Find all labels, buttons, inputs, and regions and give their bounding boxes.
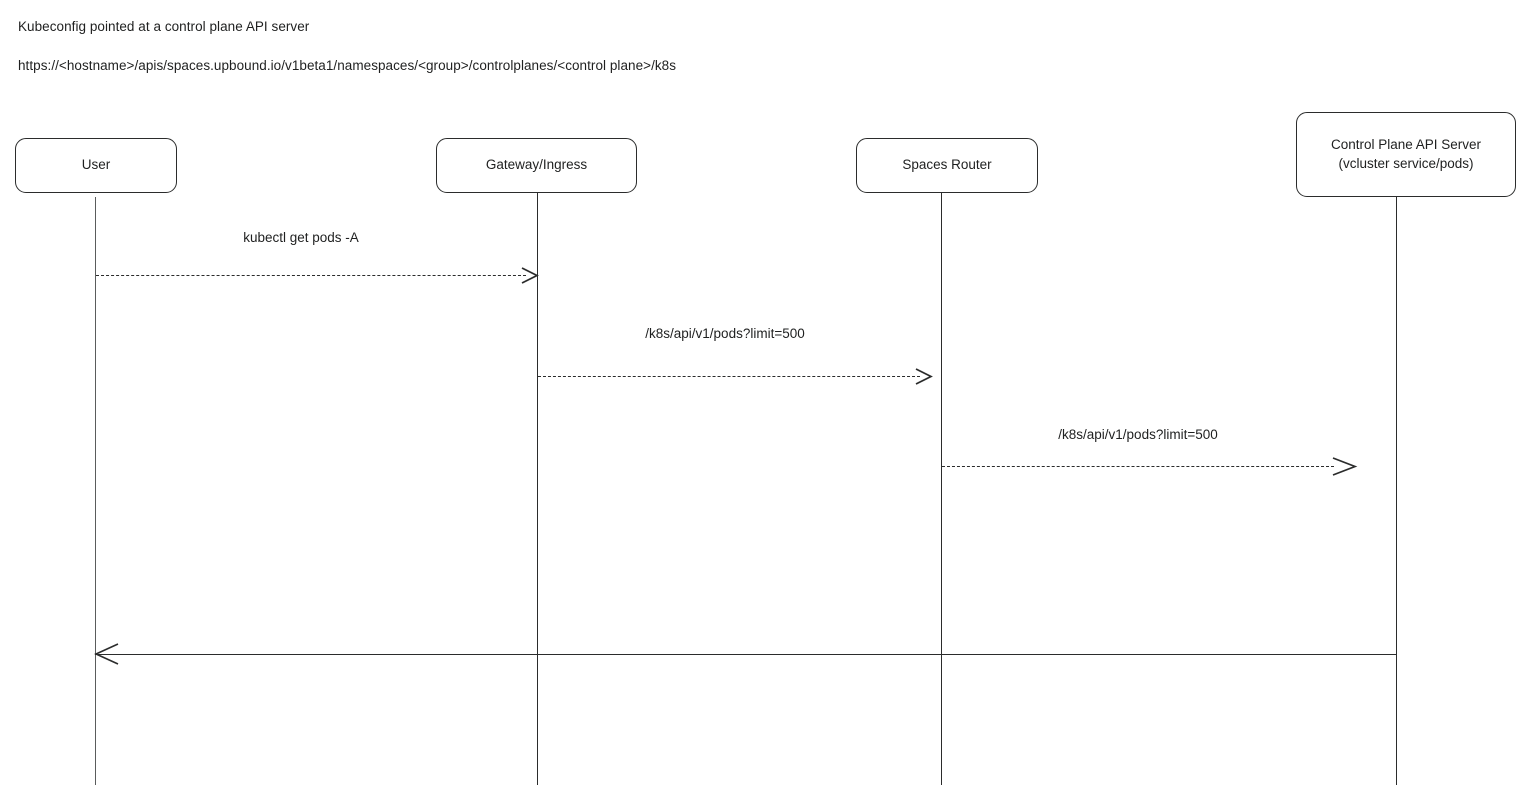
participant-label-user: User xyxy=(81,157,111,173)
message-label-kubectl-get-pods: kubectl get pods -A xyxy=(243,230,359,245)
arrowhead-spaces-router-to-control-plane xyxy=(1332,457,1358,476)
note-api-server-url: https://<hostname>/apis/spaces.upbound.i… xyxy=(18,58,677,73)
message-label-gateway-to-spaces-router: /k8s/api/v1/pods?limit=500 xyxy=(645,326,805,341)
lifeline-gateway-ingress xyxy=(537,192,538,785)
message-line-gateway-to-spaces-router xyxy=(538,376,920,377)
arrowhead-user-to-gateway xyxy=(521,267,539,284)
message-line-spaces-router-to-control-plane xyxy=(942,466,1334,467)
lifeline-spaces-router xyxy=(941,192,942,785)
participant-sublabel-control-plane-api-server: (vcluster service/pods) xyxy=(1338,155,1474,171)
lifeline-control-plane-api-server xyxy=(1396,197,1397,785)
note-kubeconfig-title: Kubeconfig pointed at a control plane AP… xyxy=(18,19,310,34)
participant-label-spaces-router: Spaces Router xyxy=(902,157,992,173)
arrowhead-control-plane-to-user xyxy=(94,643,119,665)
participant-box-user[interactable]: User xyxy=(15,138,177,193)
message-line-control-plane-to-user xyxy=(95,654,1396,655)
participant-box-control-plane-api-server[interactable]: Control Plane API Server (vcluster servi… xyxy=(1296,112,1516,197)
participant-box-gateway-ingress[interactable]: Gateway/Ingress xyxy=(436,138,637,193)
participant-label-gateway-ingress: Gateway/Ingress xyxy=(485,157,588,173)
lifeline-user xyxy=(95,197,96,785)
participant-label-control-plane-api-server: Control Plane API Server xyxy=(1330,137,1482,153)
message-line-user-to-gateway xyxy=(96,275,526,276)
arrowhead-gateway-to-spaces-router xyxy=(915,368,933,385)
message-label-spaces-router-to-control-plane: /k8s/api/v1/pods?limit=500 xyxy=(1058,427,1218,442)
participant-box-spaces-router[interactable]: Spaces Router xyxy=(856,138,1038,193)
